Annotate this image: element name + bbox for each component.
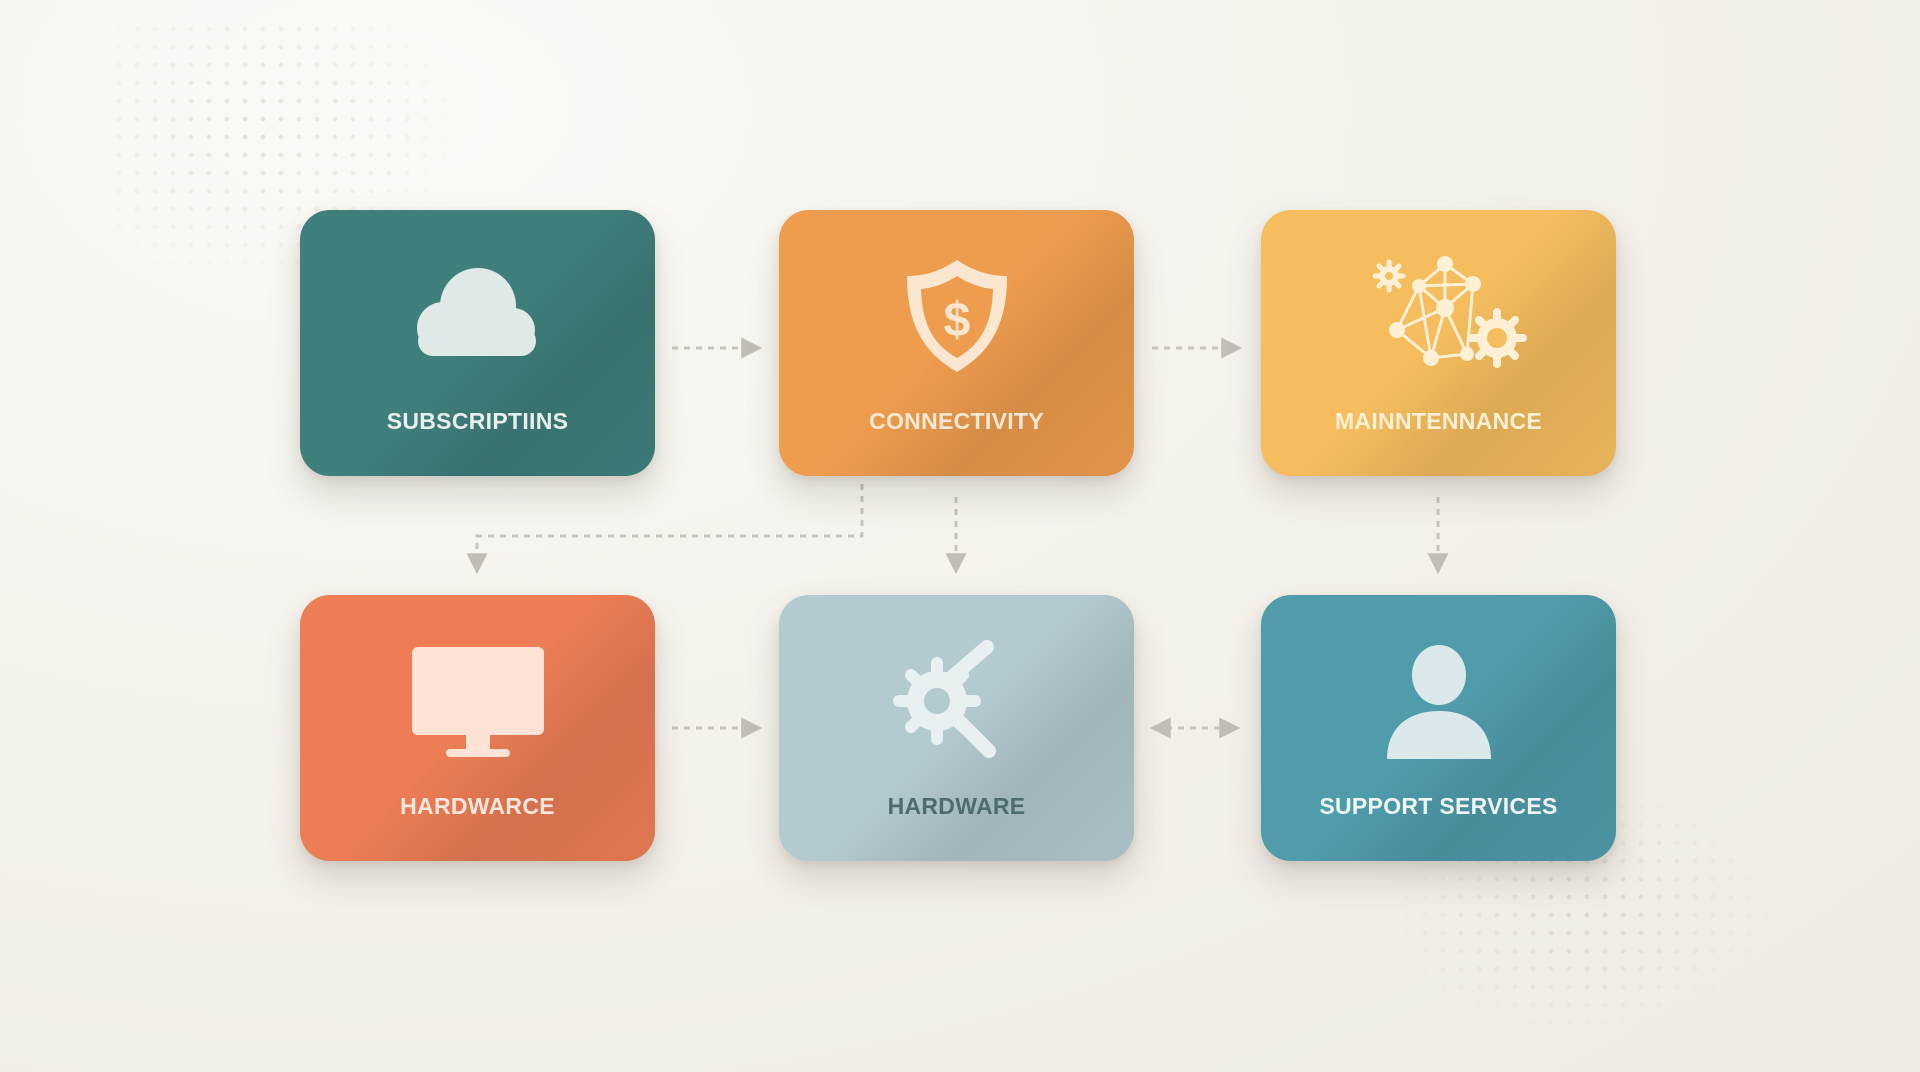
card-label: HARDWARCE — [400, 793, 555, 819]
card-hardware: HARDWARE — [779, 595, 1134, 861]
person-icon — [1261, 631, 1616, 771]
card-label: CONNECTIVITY — [869, 408, 1044, 434]
card-label: MAINNTENNANCE — [1334, 408, 1543, 434]
cloud-icon — [300, 246, 655, 386]
card-hardwarce: HARDWARCE — [300, 595, 655, 861]
gear-wrench-icon — [779, 631, 1134, 771]
card-label: SUBSCRIPTIINS — [386, 408, 569, 434]
monitor-icon — [300, 631, 655, 771]
network-gears-icon — [1261, 246, 1616, 386]
card-connectivity: $ CONNECTIVITY — [779, 210, 1134, 476]
card-support-services: SUPPORT SERVICES — [1261, 595, 1616, 861]
svg-text:$: $ — [943, 294, 970, 347]
card-subscriptions: SUBSCRIPTIINS — [300, 210, 655, 476]
shield-dollar-icon: $ — [779, 246, 1134, 386]
connector-connectivity-to-hardware-left — [466, 484, 864, 575]
card-label: HARDWARE — [887, 793, 1026, 819]
card-label: SUPPORT SERVICES — [1319, 793, 1558, 819]
card-maintenance: MAINNTENNANCE — [1261, 210, 1616, 476]
